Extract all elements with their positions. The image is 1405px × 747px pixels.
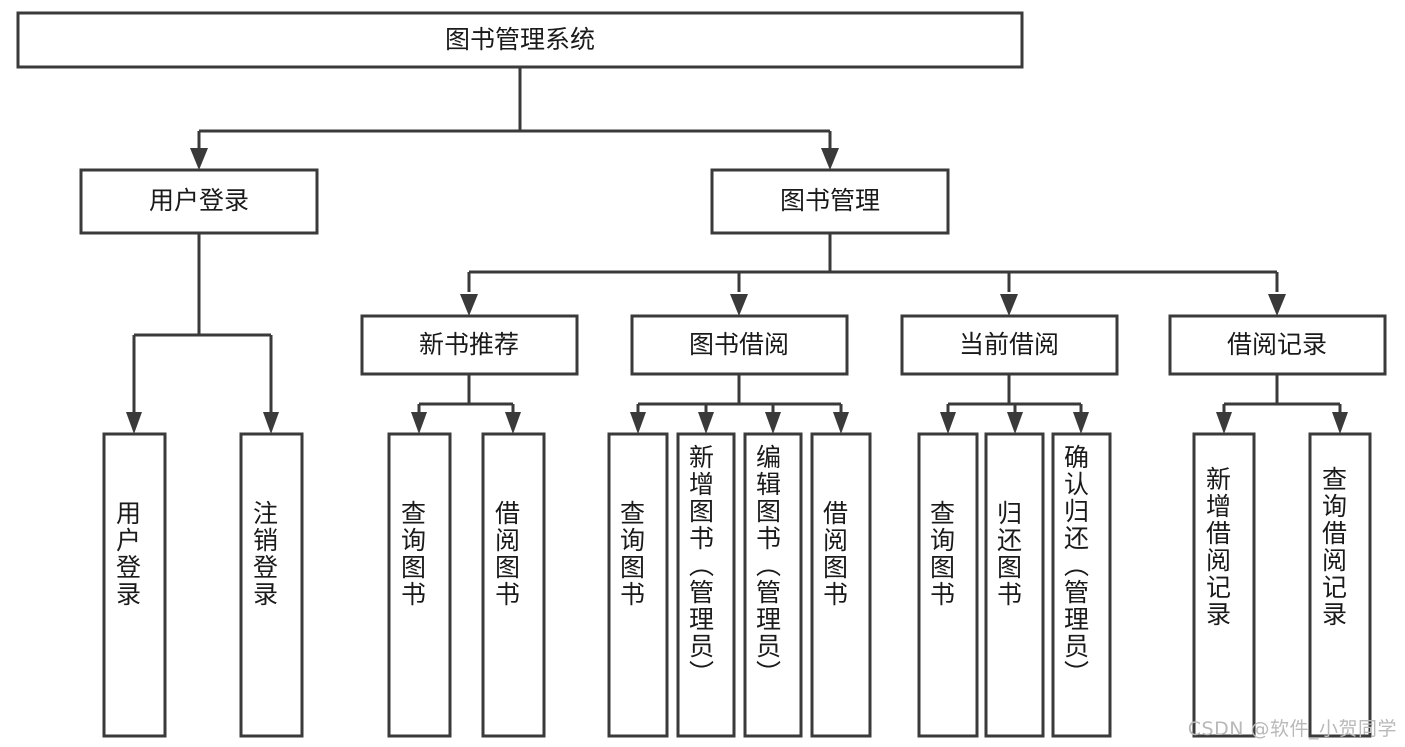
node-leaf-query-book-2-box[interactable] xyxy=(607,432,669,738)
node-leaf-borrow-book-2-box[interactable] xyxy=(810,432,872,738)
arrow-to-leaf-borrow-book-1 xyxy=(505,412,521,434)
arrow-to-book-manage xyxy=(821,148,839,170)
connector-userlogin-bus xyxy=(132,233,273,415)
connector-bookborrow-bus xyxy=(636,374,843,416)
connector-newbook-bus xyxy=(417,374,515,416)
node-book-borrow[interactable]: 图书借阅 xyxy=(630,314,849,376)
leaf-box-layer xyxy=(102,432,1372,738)
node-leaf-query-record-box[interactable] xyxy=(1308,432,1372,738)
node-leaf-query-book-1-box[interactable] xyxy=(387,432,452,738)
node-book-borrow-label: 图书借阅 xyxy=(689,330,789,359)
node-leaf-query-book-3-box[interactable] xyxy=(917,432,979,738)
node-new-book-rec-box[interactable] xyxy=(360,314,579,376)
node-current-borrow-box[interactable] xyxy=(900,314,1119,376)
arrow-to-leaf-add-book xyxy=(698,412,714,434)
node-borrow-record-box[interactable] xyxy=(1168,314,1387,376)
arrow-to-user-login xyxy=(190,148,208,170)
node-leaf-add-record-box[interactable] xyxy=(1192,432,1256,738)
arrow-to-leaf-confirm-return xyxy=(1073,412,1089,434)
node-root-box[interactable] xyxy=(16,11,1024,69)
node-user-login-box[interactable] xyxy=(79,168,319,235)
connector-root-bus xyxy=(197,67,832,155)
connector-layer xyxy=(126,67,1348,434)
node-leaf-return-book-box[interactable] xyxy=(984,432,1045,738)
arrow-to-leaf-add-record xyxy=(1216,412,1232,434)
arrow-to-borrow-record xyxy=(1268,294,1286,316)
node-leaf-confirm-return-box[interactable] xyxy=(1051,432,1112,738)
arrow-to-leaf-borrow-book-2 xyxy=(833,412,849,434)
arrow-to-leaf-query-record xyxy=(1332,412,1348,434)
node-borrow-record-label: 借阅记录 xyxy=(1227,330,1327,359)
node-book-borrow-box[interactable] xyxy=(630,314,849,376)
arrow-to-leaf-edit-book xyxy=(765,412,781,434)
arrow-to-leaf-return-book xyxy=(1007,412,1023,434)
arrow-to-book-borrow xyxy=(730,294,748,316)
connector-currentborrow-bus xyxy=(946,374,1083,416)
node-leaf-logout-box[interactable] xyxy=(239,432,304,738)
node-current-borrow[interactable]: 当前借阅 xyxy=(900,314,1119,376)
watermark: CSDN @软件_小贺同学 xyxy=(1187,718,1397,740)
arrow-to-leaf-query-book-3 xyxy=(940,412,956,434)
node-user-login-label: 用户登录 xyxy=(149,186,249,215)
arrow-to-new-book-rec xyxy=(460,294,478,316)
node-new-book-rec[interactable]: 新书推荐 xyxy=(360,314,579,376)
arrow-to-leaf-user-login xyxy=(126,412,142,434)
node-borrow-record[interactable]: 借阅记录 xyxy=(1168,314,1387,376)
node-book-manage[interactable]: 图书管理 xyxy=(710,168,950,235)
connector-bookmanage-bus xyxy=(467,233,1279,292)
node-root-label: 图书管理系统 xyxy=(445,25,595,54)
node-user-login[interactable]: 用户登录 xyxy=(79,168,319,235)
node-root[interactable]: 图书管理系统 xyxy=(16,11,1024,69)
arrow-to-leaf-query-book-1 xyxy=(411,412,427,434)
arrow-to-leaf-logout xyxy=(263,412,279,434)
node-leaf-user-login-box[interactable] xyxy=(102,432,167,738)
node-book-manage-box[interactable] xyxy=(710,168,950,235)
node-leaf-borrow-book-1-box[interactable] xyxy=(481,432,546,738)
node-book-manage-label: 图书管理 xyxy=(780,186,880,215)
node-leaf-edit-book-box[interactable] xyxy=(743,432,803,738)
node-new-book-rec-label: 新书推荐 xyxy=(419,330,519,359)
node-current-borrow-label: 当前借阅 xyxy=(959,330,1059,359)
arrow-to-leaf-query-book-2 xyxy=(630,412,646,434)
arrow-to-current-borrow xyxy=(1000,294,1018,316)
connector-borrowrecord-bus xyxy=(1222,374,1342,416)
node-leaf-add-book-box[interactable] xyxy=(676,432,736,738)
